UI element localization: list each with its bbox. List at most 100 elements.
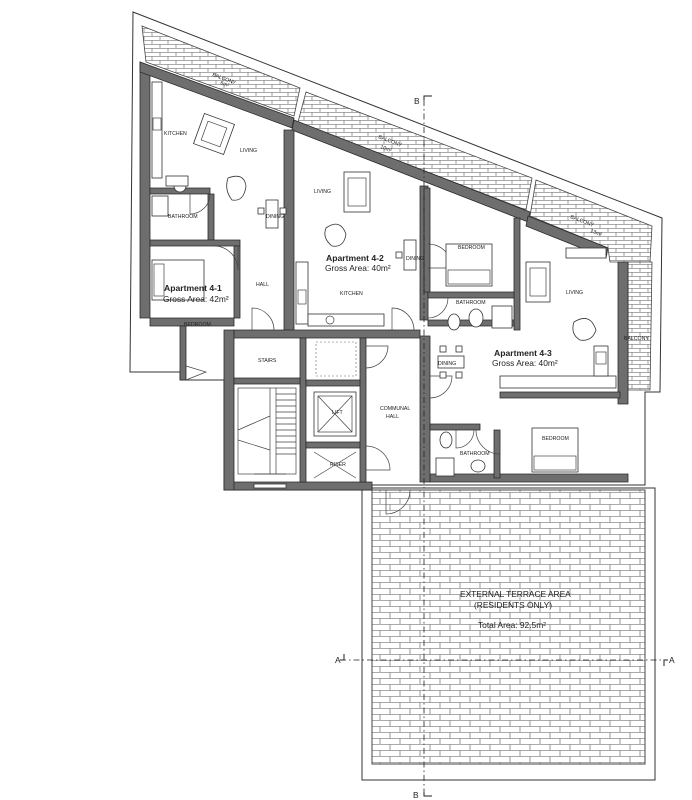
door-a1-entrance[interactable]: [251, 307, 275, 331]
room-kitchen-4-2: KITCHEN: [340, 291, 363, 297]
a3-kitchen-counter: [499, 345, 617, 389]
exterior-wall-south-core: [223, 481, 373, 491]
room-bedroom-4-2: BEDROOM: [458, 245, 485, 251]
room-kitchen-4-1: KITCHEN: [164, 131, 187, 137]
apartment-4-1-title: Apartment 4-1: [164, 283, 222, 293]
wall-core-stairs-east: [299, 337, 307, 483]
balcony-3-area: 13m²: [589, 228, 602, 238]
door-communal-hall[interactable]: [365, 445, 391, 471]
stair-flight: [237, 387, 297, 475]
room-dining-4-1: DINING: [266, 214, 284, 220]
door-communal-terrace[interactable]: [385, 489, 411, 515]
a1-bed: [151, 259, 205, 301]
wall-a3-west: [419, 335, 431, 483]
room-dining-4-2: DINING: [406, 256, 424, 262]
balcony-2-area: 10m²: [379, 144, 392, 154]
wall-core-riser: [305, 441, 361, 449]
section-marker-top-b-arrow: [423, 95, 432, 100]
door-a1-bedroom[interactable]: [213, 245, 239, 271]
exterior-wall-core-west: [223, 329, 235, 491]
section-marker-left-a-arrow: [340, 654, 345, 661]
wall-core-stair-north: [233, 377, 301, 385]
balcony-side-floor: [627, 261, 653, 391]
a1-kitchen-counter: [151, 81, 163, 179]
terrace-floor: [371, 489, 646, 765]
door-core-top[interactable]: [365, 345, 389, 369]
room-living-4-3: LIVING: [566, 290, 583, 296]
a2-armchair: [324, 223, 347, 247]
stair-door-frame: [253, 483, 287, 489]
room-bedroom-4-3: BEDROOM: [542, 436, 569, 442]
wall-a1-bed-east: [233, 245, 241, 319]
door-a3-entrance[interactable]: [429, 375, 453, 399]
a1-sofa: [192, 112, 236, 156]
a3-sofa: [525, 261, 551, 303]
a2-dining-table: [395, 239, 417, 271]
a2-sofa: [343, 171, 371, 213]
balcony-side-label: BALCONY: [624, 336, 649, 342]
apartment-4-1-area: Gross Area: 42m²: [163, 294, 229, 304]
section-marker-bottom-b-arrow: [423, 792, 432, 797]
a1-bathroom-fixtures: [151, 175, 189, 217]
exterior-wall-south-east: [429, 473, 629, 483]
a3-dining-table: [437, 345, 465, 379]
room-stairs: STAIRS: [258, 358, 277, 364]
riser-shaft: [313, 451, 357, 479]
wall-a2-bed-west: [423, 187, 431, 293]
apartment-4-2-title: Apartment 4-2: [326, 253, 384, 263]
wall-core-lift-east: [359, 337, 367, 483]
exterior-wall-east: [617, 261, 629, 405]
a1-dining-table: [257, 199, 287, 229]
room-living-4-1: LIVING: [240, 148, 257, 154]
section-marker-right-a-arrow: [663, 659, 668, 666]
exterior-wall-a1-south: [149, 317, 235, 327]
wall-a2-bed-south: [427, 291, 515, 299]
balcony-1-area: 6m²: [219, 80, 230, 89]
core-lobby-dashed: [315, 341, 357, 377]
terrace-edge: [361, 487, 656, 781]
door-a2-bathroom[interactable]: [427, 297, 449, 319]
exterior-wall-west: [139, 61, 151, 319]
balcony-2-floor: [297, 91, 533, 211]
door-balcony-1[interactable]: [185, 365, 208, 381]
apartment-4-3-area: Gross Area: 40m²: [492, 358, 558, 368]
room-lift: LIFT: [332, 410, 343, 416]
balcony-3-storage: [565, 247, 607, 259]
balcony-1-floor: [141, 25, 301, 117]
door-a3-bathroom[interactable]: [455, 429, 475, 449]
room-communal-hall-line1: COMMUNAL: [380, 406, 410, 412]
room-bathroom-4-1: BATHROOM: [168, 214, 198, 220]
room-bedroom-4-1: BEDROOM: [184, 322, 211, 328]
wall-a2-bed-east: [513, 217, 521, 331]
room-riser: RISER: [330, 462, 346, 468]
a1-armchair: [226, 175, 247, 201]
a2-bathroom-fixtures: [447, 305, 513, 331]
section-marker-top-b: B: [414, 96, 420, 106]
room-bathroom-4-2: BATHROOM: [456, 300, 486, 306]
balcony-3-floor: [529, 179, 653, 263]
wall-a3-bath-north: [429, 423, 481, 431]
room-bathroom-4-3: BATHROOM: [460, 451, 490, 457]
section-marker-bottom-b: B: [413, 790, 419, 800]
room-communal-hall-line2: HALL: [386, 414, 399, 420]
room-hall-4-1: HALL: [256, 282, 269, 288]
lift-car: [313, 391, 357, 437]
room-dining-4-3: DINING: [438, 361, 456, 367]
wall-core-lift-box: [305, 379, 361, 387]
a2-bed: [445, 243, 493, 287]
terrace-total-area: Total Area: 92.5m²: [478, 620, 546, 630]
terrace-title: EXTERNAL TERRACE AREA: [460, 589, 571, 599]
door-a1-bathroom[interactable]: [189, 193, 211, 215]
room-living-4-2: LIVING: [314, 189, 331, 195]
exterior-wall-bay: [179, 325, 187, 381]
a3-armchair: [572, 318, 597, 341]
apartment-4-3-title: Apartment 4-3: [494, 348, 552, 358]
wall-a1-bed-north: [149, 239, 241, 247]
section-marker-right-a: A: [669, 655, 675, 665]
door-a2-entrance[interactable]: [391, 307, 415, 331]
a3-bathroom-fixtures: [435, 431, 486, 477]
section-marker-left-a: A: [335, 655, 341, 665]
door-a3-bedroom[interactable]: [475, 429, 501, 455]
wall-a2-south: [233, 329, 421, 339]
